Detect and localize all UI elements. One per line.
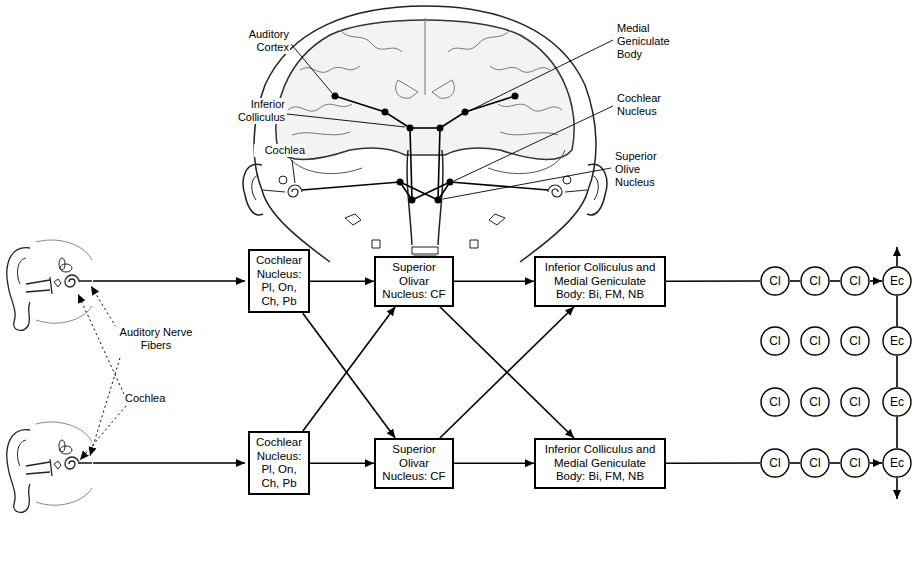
connector-arrow: [310, 280, 374, 282]
connector-arrow: [790, 462, 800, 464]
connector-arrow: [303, 307, 395, 431]
process-box: Inferior Colliculus and Medial Geniculat…: [534, 256, 666, 307]
connector-arrow: [830, 280, 840, 282]
node-text: Cl: [809, 274, 820, 288]
node-text: Ec: [890, 456, 904, 470]
node-text: Inferior Colliculus and Medial Geniculat…: [539, 443, 661, 484]
neuron-circle: Cl: [800, 448, 830, 478]
neuron-circle: Cl: [800, 326, 830, 356]
connector-arrow: [440, 307, 574, 438]
node-text: Cl: [809, 395, 820, 409]
neuron-circle: Cl: [840, 387, 870, 417]
node-text: Cochlear Nucleus: Pl, On, Ch, Pb: [253, 254, 305, 308]
connector-arrow: [896, 356, 898, 387]
node-text: Cl: [849, 274, 860, 288]
connector-arrow: [454, 462, 534, 464]
connector-arrow: [454, 280, 534, 282]
node-text: Cl: [769, 395, 780, 409]
neuron-circle: Ec: [882, 448, 912, 478]
neuron-circle: Cl: [840, 266, 870, 296]
part-label: Inferior Colliculus: [218, 98, 286, 124]
part-label: Medial Geniculate Body: [616, 22, 688, 62]
pathway-dots: [332, 93, 519, 204]
neuron-circle: Cl: [840, 448, 870, 478]
node-text: Ec: [890, 395, 904, 409]
ear-illustration: [7, 422, 92, 512]
neuron-circle: Cl: [760, 266, 790, 296]
connector-arrow: [790, 280, 800, 282]
node-text: Inferior Colliculus and Medial Geniculat…: [539, 261, 661, 302]
process-box: Inferior Colliculus and Medial Geniculat…: [534, 438, 666, 489]
part-label: Cochlea: [254, 144, 306, 157]
neuron-circle: Cl: [760, 448, 790, 478]
neuron-circle: Cl: [760, 326, 790, 356]
part-label: Auditory Cortex: [226, 28, 290, 54]
neuron-circle: Cl: [800, 387, 830, 417]
connector-arrow: [440, 307, 574, 438]
connector-arrow: [870, 462, 882, 464]
connector-arrow: [870, 280, 882, 282]
ear-illustration: [7, 240, 92, 330]
neuron-circle: Cl: [840, 326, 870, 356]
node-text: Ec: [890, 334, 904, 348]
nerve-arrow: [93, 281, 245, 463]
node-text: Cochlear Nucleus: Pl, On, Ch, Pb: [253, 436, 305, 490]
process-box: Superior Olivar Nucleus: CF: [374, 256, 454, 307]
connector-arrow: [666, 462, 760, 464]
part-label: Cochlea: [124, 392, 186, 405]
connector-arrow: [896, 417, 898, 448]
neuron-circle: Ec: [882, 266, 912, 296]
neuron-circle: Cl: [800, 266, 830, 296]
connector-arrow: [896, 296, 898, 326]
process-box: Cochlear Nucleus: Pl, On, Ch, Pb: [248, 249, 310, 313]
node-text: Superior Olivar Nucleus: CF: [379, 443, 449, 484]
node-text: Cl: [769, 274, 780, 288]
node-text: Cl: [849, 395, 860, 409]
node-text: Cl: [769, 456, 780, 470]
auditory-pathway: [302, 96, 548, 200]
node-text: Cl: [809, 456, 820, 470]
neuron-circle: Cl: [760, 387, 790, 417]
node-text: Cl: [809, 334, 820, 348]
part-label: Superior Olive Nucleus: [614, 150, 676, 190]
connector-arrow: [303, 313, 395, 438]
process-box: Cochlear Nucleus: Pl, On, Ch, Pb: [248, 431, 310, 495]
neuron-circle: Ec: [882, 387, 912, 417]
connector-arrow: [666, 280, 760, 282]
part-label: Auditory Nerve Fibers: [112, 326, 200, 352]
node-text: Superior Olivar Nucleus: CF: [379, 261, 449, 302]
connector-arrow: [310, 462, 374, 464]
process-box: Superior Olivar Nucleus: CF: [374, 438, 454, 489]
connector-arrow: [830, 462, 840, 464]
neuron-circle: Ec: [882, 326, 912, 356]
node-text: Ec: [890, 274, 904, 288]
node-text: Cl: [769, 334, 780, 348]
node-text: Cl: [849, 456, 860, 470]
node-text: Cl: [849, 334, 860, 348]
dotted-leader: [78, 286, 126, 460]
leader-lines: [287, 40, 613, 199]
part-label: Cochlear Nucleus: [616, 92, 684, 118]
